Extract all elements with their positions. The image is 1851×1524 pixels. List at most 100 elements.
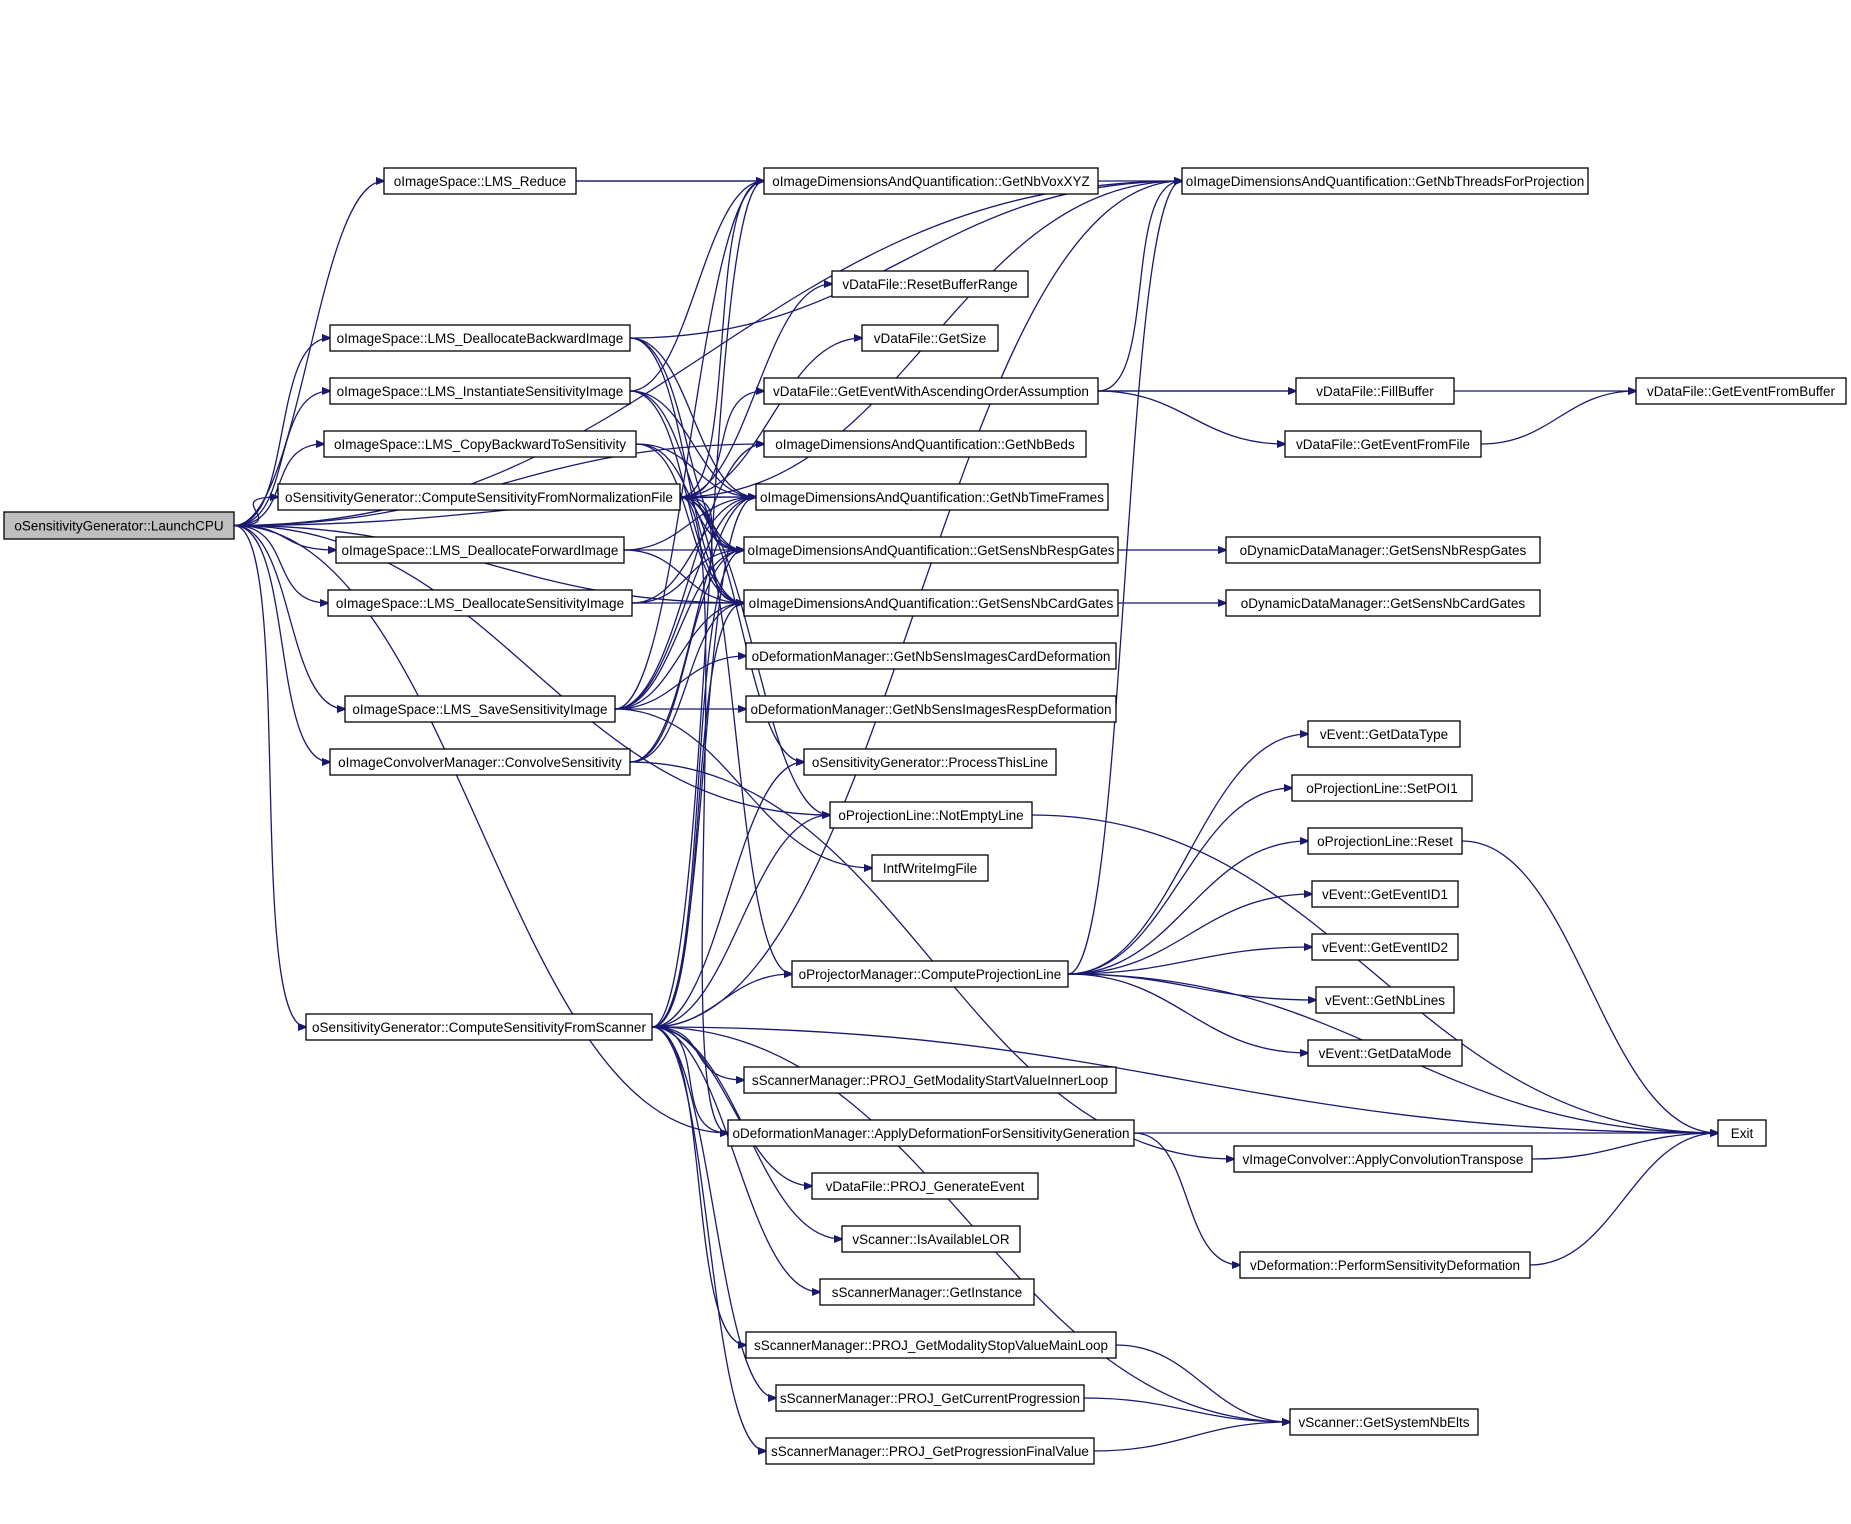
node-oimagedimensionsandquantification-getnbvoxxyz[interactable]: oImageDimensionsAndQuantification::GetNb…	[763, 167, 1099, 195]
node-odeformationmanager-getnbsensimagesrespdeformation[interactable]: oDeformationManager::GetNbSensImagesResp…	[745, 695, 1117, 723]
node-label: oDynamicDataManager::GetSensNbRespGates	[1240, 543, 1527, 558]
node-sscannermanager-getinstance[interactable]: sScannerManager::GetInstance	[819, 1278, 1035, 1306]
node-oimagespace-lms-reduce[interactable]: oImageSpace::LMS_Reduce	[383, 167, 577, 195]
node-box	[1225, 589, 1541, 617]
node-oprojectionline-setpoi1[interactable]: oProjectionLine::SetPOI1	[1291, 774, 1473, 802]
node-label: vDataFile::PROJ_GenerateEvent	[826, 1179, 1025, 1194]
edge-n-launch-to-n-compnorm	[233, 497, 278, 527]
node-odeformationmanager-getnbsensimagescarddeformation[interactable]: oDeformationManager::GetNbSensImagesCard…	[745, 642, 1117, 670]
node-vscanner-getsystemnbelts[interactable]: vScanner::GetSystemNbElts	[1289, 1408, 1479, 1436]
node-label: oDeformationManager::GetNbSensImagesResp…	[751, 702, 1112, 717]
edge-n-deallocfwd-to-n-nbtimeframes	[623, 497, 756, 551]
node-osensitivitygenerator-launchcpu[interactable]: oSensitivityGenerator::LaunchCPU	[3, 511, 235, 540]
edge-n-compnorm-to-n-nbvox	[679, 181, 764, 498]
node-box	[829, 801, 1033, 829]
node-label: vEvent::GetDataMode	[1319, 1046, 1452, 1061]
node-vevent-getdatamode[interactable]: vEvent::GetDataMode	[1307, 1039, 1463, 1067]
node-label: oDeformationManager::ApplyDeformationFor…	[733, 1126, 1130, 1141]
edge-n-geteventasc-to-n-nbthreads	[1097, 181, 1182, 392]
node-box	[819, 1278, 1035, 1306]
node-label: oImageSpace::LMS_DeallocateBackwardImage	[337, 331, 624, 346]
edge-n-savesens-to-n-senscard	[614, 603, 744, 710]
node-label: vDataFile::GetEventFromFile	[1296, 437, 1470, 452]
node-oimagespace-lms-deallocatesensitivityimage[interactable]: oImageSpace::LMS_DeallocateSensitivityIm…	[327, 589, 633, 617]
node-box	[1291, 774, 1473, 802]
node-box	[1307, 720, 1461, 748]
edge-n-compscan-to-n-systemnb	[651, 1026, 1290, 1422]
edge-n-deallocback-to-n-sensresp	[629, 337, 744, 550]
edge-n-reset-to-n-exit	[1461, 840, 1718, 1133]
node-vdatafile-getsize[interactable]: vDataFile::GetSize	[861, 324, 999, 352]
node-oprojectormanager-computeprojectionline[interactable]: oProjectorManager::ComputeProjectionLine	[791, 960, 1069, 988]
node-oimagedimensionsandquantification-getnbthreadsforprojection[interactable]: oImageDimensionsAndQuantification::GetNb…	[1181, 167, 1589, 195]
node-box	[1311, 933, 1459, 961]
node-oimagedimensionsandquantification-getsensnbcardgates[interactable]: oImageDimensionsAndQuantification::GetSe…	[743, 589, 1119, 617]
edge-n-compscan-to-n-stopmain	[651, 1026, 746, 1345]
node-intfwriteimgfile[interactable]: IntfWriteImgFile	[871, 854, 989, 882]
node-label: vDataFile::FillBuffer	[1316, 384, 1434, 399]
node-label: vEvent::GetNbLines	[1325, 993, 1445, 1008]
node-osensitivitygenerator-computesensitivityfromscanner[interactable]: oSensitivityGenerator::ComputeSensitivit…	[305, 1013, 653, 1041]
node-vevent-geteventid2[interactable]: vEvent::GetEventID2	[1311, 933, 1459, 961]
node-oimagespace-lms-deallocateforwardimage[interactable]: oImageSpace::LMS_DeallocateForwardImage	[335, 536, 625, 564]
node-oimagespace-lms-copybackwardtosensitivity[interactable]: oImageSpace::LMS_CopyBackwardToSensitivi…	[323, 430, 637, 458]
node-box	[743, 536, 1119, 564]
node-label: oImageDimensionsAndQuantification::GetNb…	[1186, 174, 1584, 189]
node-osensitivitygenerator-processthisline[interactable]: oSensitivityGenerator::ProcessThisLine	[803, 748, 1057, 776]
edge-n-launch-to-n-deallocsens	[233, 524, 328, 604]
node-oimagespace-lms-deallocatebackwardimage[interactable]: oImageSpace::LMS_DeallocateBackwardImage	[329, 324, 631, 352]
node-vevent-getnblines[interactable]: vEvent::GetNbLines	[1315, 986, 1455, 1014]
node-label: vDataFile::GetEventWithAscendingOrderAss…	[773, 384, 1089, 399]
node-exit[interactable]: Exit	[1717, 1119, 1767, 1147]
node-label: oSensitivityGenerator::ProcessThisLine	[812, 755, 1048, 770]
node-box	[329, 377, 631, 405]
node-box	[1233, 1145, 1533, 1173]
node-vdatafile-geteventfrombuffer[interactable]: vDataFile::GetEventFromBuffer	[1635, 377, 1847, 405]
node-oimagedimensionsandquantification-getnbtimeframes[interactable]: oImageDimensionsAndQuantification::GetNb…	[755, 483, 1109, 511]
edge-n-deallocsens-to-n-sensresp	[631, 550, 744, 604]
node-oimagedimensionsandquantification-getsensnbrespgates[interactable]: oImageDimensionsAndQuantification::GetSe…	[743, 536, 1119, 564]
edge-n-instsens-to-n-nbvox	[629, 181, 764, 392]
node-label: oDeformationManager::GetNbSensImagesCard…	[752, 649, 1111, 664]
node-oprojectionline-notemptyline[interactable]: oProjectionLine::NotEmptyLine	[829, 801, 1033, 829]
node-label: IntfWriteImgFile	[883, 861, 977, 876]
node-sscannermanager-proj-getcurrentprogression[interactable]: sScannerManager::PROJ_GetCurrentProgress…	[775, 1384, 1085, 1412]
node-vimageconvolver-applyconvolutiontranspose[interactable]: vImageConvolver::ApplyConvolutionTranspo…	[1233, 1145, 1533, 1173]
node-vscanner-isavailablelor[interactable]: vScanner::IsAvailableLOR	[841, 1225, 1021, 1253]
node-vdatafile-fillbuffer[interactable]: vDataFile::FillBuffer	[1295, 377, 1455, 405]
node-box	[1717, 1119, 1767, 1147]
node-odeformationmanager-applydeformationforsensitivitygeneration[interactable]: oDeformationManager::ApplyDeformationFor…	[727, 1119, 1135, 1147]
node-label: oImageSpace::LMS_Reduce	[394, 174, 567, 189]
node-vdatafile-resetbufferrange[interactable]: vDataFile::ResetBufferRange	[831, 270, 1029, 298]
node-box	[277, 483, 681, 511]
edge-n-compscan-to-n-compproj	[651, 974, 792, 1028]
node-odynamicdatamanager-getsensnbcardgates[interactable]: oDynamicDataManager::GetSensNbCardGates	[1225, 589, 1541, 617]
node-vdatafile-proj-generateevent[interactable]: vDataFile::PROJ_GenerateEvent	[811, 1172, 1039, 1200]
node-vevent-getdatatype[interactable]: vEvent::GetDataType	[1307, 720, 1461, 748]
node-sscannermanager-proj-getprogressionfinalvalue[interactable]: sScannerManager::PROJ_GetProgressionFina…	[765, 1437, 1095, 1465]
node-oimagespace-lms-instantiatesensitivityimage[interactable]: oImageSpace::LMS_InstantiateSensitivityI…	[329, 377, 631, 405]
node-odynamicdatamanager-getsensnbrespgates[interactable]: oDynamicDataManager::GetSensNbRespGates	[1225, 536, 1541, 564]
edge-n-launch-to-n-instsens	[233, 391, 330, 527]
node-box	[745, 642, 1117, 670]
node-vdeformation-performsensitivitydeformation[interactable]: vDeformation::PerformSensitivityDeformat…	[1239, 1251, 1531, 1279]
edge-n-launch-to-n-applydef	[233, 524, 728, 1134]
node-sscannermanager-proj-getmodalitystartvalueinnerloop[interactable]: sScannerManager::PROJ_GetModalityStartVa…	[743, 1066, 1117, 1094]
node-oimagespace-lms-savesensitivityimage[interactable]: oImageSpace::LMS_SaveSensitivityImage	[344, 695, 616, 723]
node-label: vScanner::GetSystemNbElts	[1298, 1415, 1469, 1430]
node-sscannermanager-proj-getmodalitystopvaluemainloop[interactable]: sScannerManager::PROJ_GetModalityStopVal…	[745, 1331, 1117, 1359]
edge-n-compscan-to-n-nbvox	[651, 181, 764, 1028]
node-box	[305, 1013, 653, 1041]
node-box	[745, 695, 1117, 723]
node-oimageconvolvermanager-convolvesensitivity[interactable]: oImageConvolverManager::ConvolveSensitiv…	[329, 748, 631, 776]
node-vevent-geteventid1[interactable]: vEvent::GetEventID1	[1311, 880, 1459, 908]
node-oprojectionline-reset[interactable]: oProjectionLine::Reset	[1307, 827, 1463, 855]
node-vdatafile-geteventfromfile[interactable]: vDataFile::GetEventFromFile	[1284, 430, 1482, 458]
node-oimagedimensionsandquantification-getnbbeds[interactable]: oImageDimensionsAndQuantification::GetNb…	[763, 430, 1087, 458]
node-vdatafile-geteventwithascendingorderassumption[interactable]: vDataFile::GetEventWithAscendingOrderAss…	[763, 377, 1099, 405]
node-label: vDataFile::ResetBufferRange	[842, 277, 1017, 292]
node-osensitivitygenerator-computesensitivityfromnormalizationfile[interactable]: oSensitivityGenerator::ComputeSensitivit…	[277, 483, 681, 511]
edge-n-compproj-to-n-setpoi1	[1067, 788, 1292, 975]
node-box	[871, 854, 989, 882]
node-box	[1307, 827, 1463, 855]
